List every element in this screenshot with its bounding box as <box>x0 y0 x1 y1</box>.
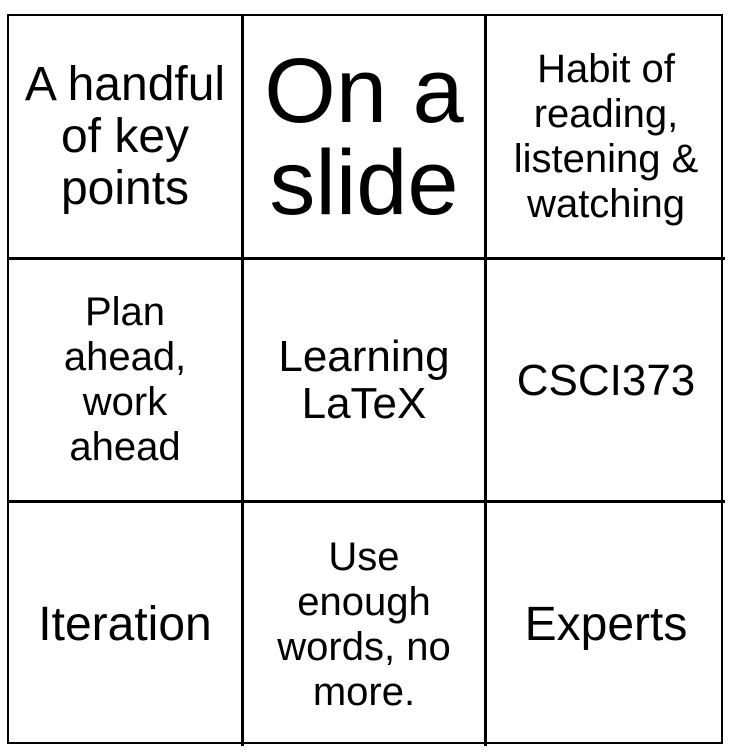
cell-text: CSCI373 <box>516 355 696 405</box>
cell-text: A handful of key points <box>24 57 226 215</box>
cell-text: Experts <box>524 597 688 651</box>
bingo-grid: A handful of key points On a slide Habit… <box>7 14 725 746</box>
grid-cell-course-code: CSCI373 <box>487 260 725 503</box>
grid-cell-learning-latex: Learning LaTeX <box>244 260 487 503</box>
cell-text: Learning LaTeX <box>278 332 450 428</box>
cell-text: Iteration <box>38 597 212 651</box>
cell-text: Habit of reading, listening & watching <box>513 46 699 226</box>
cell-text: Use enough words, no more. <box>277 534 451 714</box>
grid-cell-key-points: A handful of key points <box>9 16 244 260</box>
cell-text: Plan ahead, work ahead <box>63 290 187 469</box>
grid-cell-habit: Habit of reading, listening & watching <box>487 16 725 260</box>
grid-cell-iteration: Iteration <box>9 503 244 746</box>
grid-cell-experts: Experts <box>487 503 725 746</box>
grid-cell-on-a-slide: On a slide <box>244 16 487 260</box>
grid-cell-plan-ahead: Plan ahead, work ahead <box>9 260 244 503</box>
grid-cell-enough-words: Use enough words, no more. <box>244 503 487 746</box>
cell-text: On a slide <box>264 39 464 234</box>
